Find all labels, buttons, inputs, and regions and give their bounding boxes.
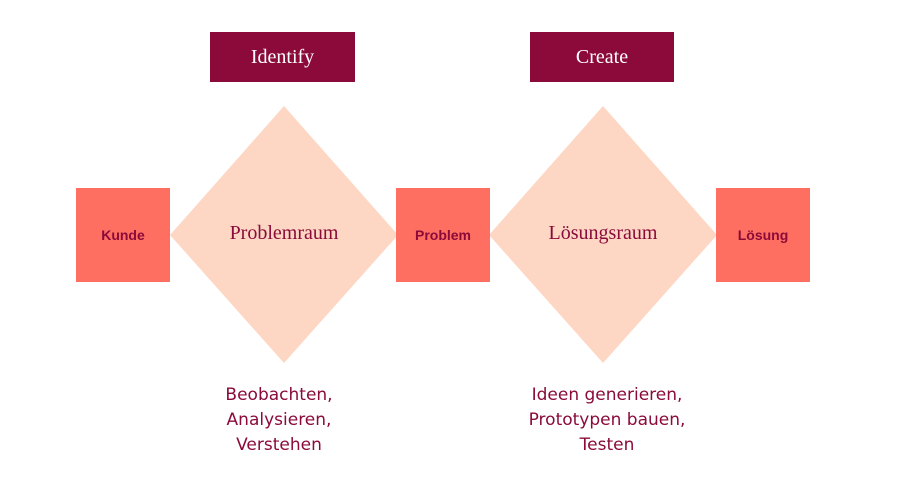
solution-space-diamond <box>489 106 717 363</box>
identify-phase-label: Identify <box>210 32 355 82</box>
problem-node: Problem <box>396 188 490 282</box>
create-phase-label: Create <box>530 32 674 82</box>
activity-item: Prototypen bauen, <box>528 410 686 430</box>
solution-space-label: Lösungsraum <box>548 222 658 244</box>
customer-node: Kunde <box>76 188 170 282</box>
activity-item: Verstehen <box>236 435 322 455</box>
activity-item: Ideen generieren, <box>531 385 683 405</box>
problem-space-label: Problemraum <box>229 222 339 244</box>
problem-space-diamond <box>170 106 398 363</box>
solution-node: Lösung <box>716 188 810 282</box>
activity-item: Testen <box>579 435 635 455</box>
activity-item: Analysieren, <box>226 410 332 430</box>
activity-item: Beobachten, <box>225 385 333 405</box>
identify-activities: Beobachten, Analysieren, Verstehen <box>159 383 399 458</box>
create-activities: Ideen generieren, Prototypen bauen, Test… <box>487 383 727 458</box>
